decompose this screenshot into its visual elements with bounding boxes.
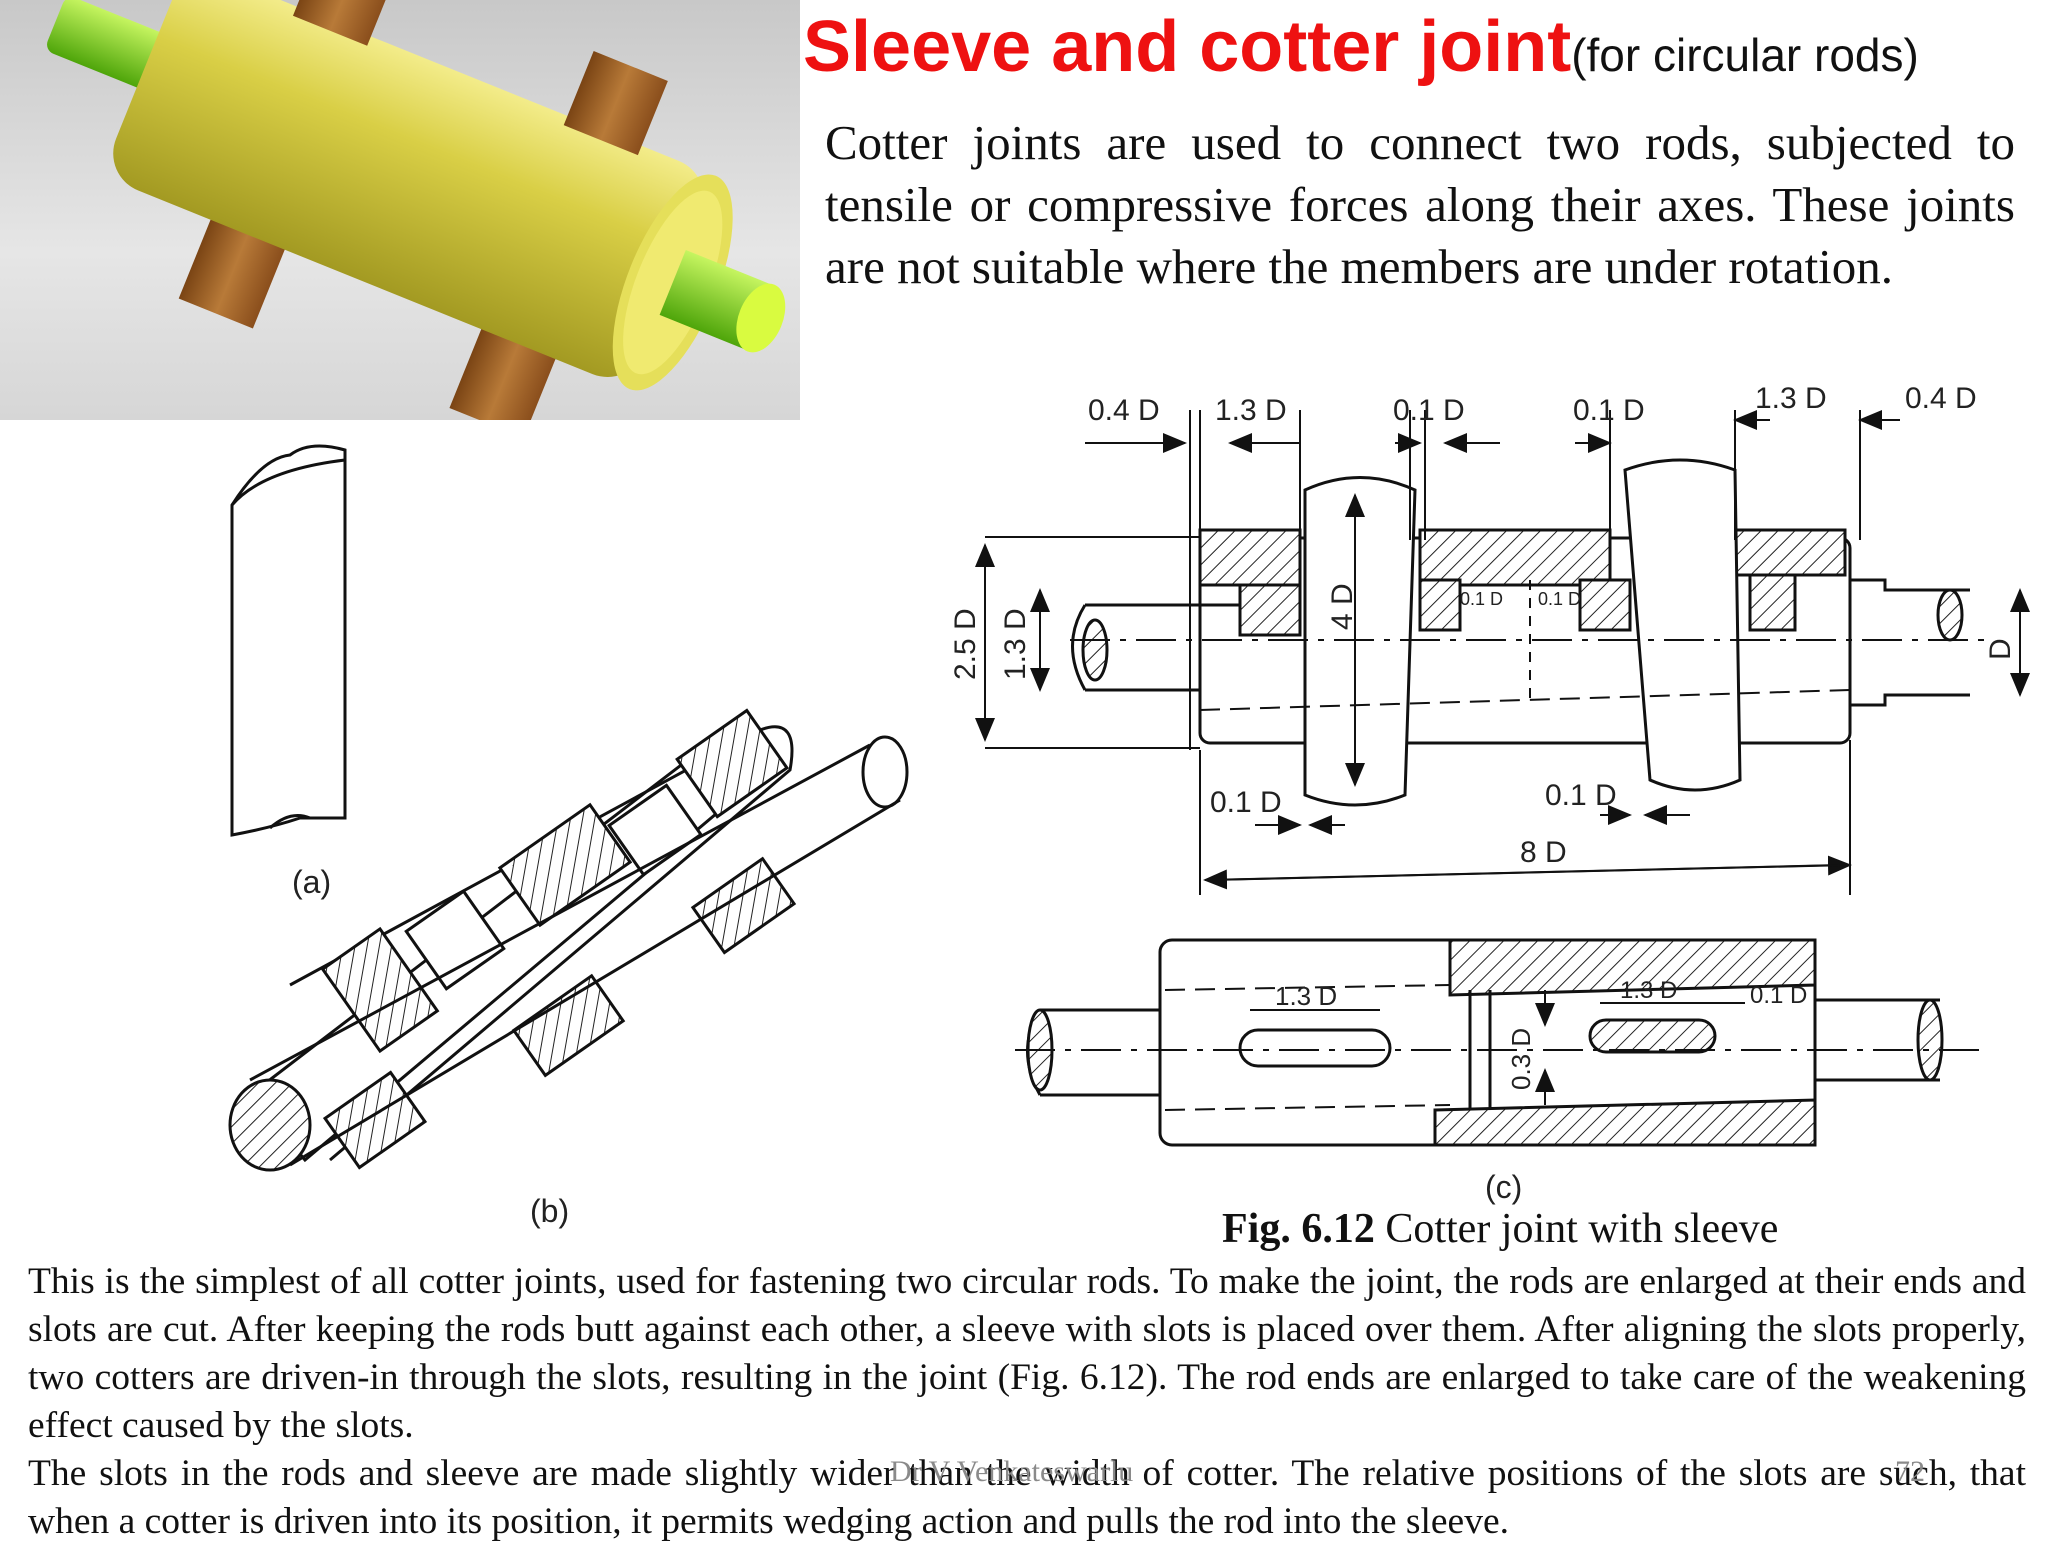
dim-1-3d-top-1: 1.3 D xyxy=(1275,981,1337,1011)
body-paragraph-1: This is the simplest of all cotter joint… xyxy=(28,1261,2026,1446)
label-c: (c) xyxy=(1485,1169,1522,1205)
title-main: Sleeve and cotter joint xyxy=(803,7,1572,87)
dim-1-3d-right: 1.3 D xyxy=(1755,382,1827,415)
caption-text: Cotter joint with sleeve xyxy=(1374,1206,1779,1252)
dim-8d: 8 D xyxy=(1520,836,1567,869)
page-number: 72 xyxy=(1895,1455,1925,1488)
dim-1-3d-vert: 1.3 D xyxy=(999,608,1032,680)
dim-0-1d-6: 0.1 D xyxy=(1538,589,1581,609)
body-paragraph-2: The slots in the rods and sleeve are mad… xyxy=(28,1453,2026,1542)
dim-0-1d-3: 0.1 D xyxy=(1210,786,1282,819)
title-subtitle: (for circular rods) xyxy=(1571,29,1919,81)
label-a: (a) xyxy=(292,864,331,900)
label-b: (b) xyxy=(530,1193,569,1229)
dim-1-3d-left: 1.3 D xyxy=(1215,394,1287,427)
cotter-drawing xyxy=(230,444,347,837)
dim-0-1d-5: 0.1 D xyxy=(1460,589,1503,609)
page-title: Sleeve and cotter joint(for circular rod… xyxy=(803,6,2043,96)
sectional-view xyxy=(1070,458,1990,807)
caption-prefix: Fig. 6.12 xyxy=(1222,1206,1375,1252)
dim-0-1d-top: 0.1 D xyxy=(1750,982,1807,1009)
intro-paragraph: Cotter joints are used to connect two ro… xyxy=(825,115,2015,294)
dim-0-1d-2: 0.1 D xyxy=(1573,394,1645,427)
dim-4d: 4 D xyxy=(1326,583,1359,630)
footer-author: Dr V Venkateswarlu xyxy=(890,1455,1134,1488)
dim-d: D xyxy=(1984,638,2017,660)
body-text: This is the simplest of all cotter joint… xyxy=(28,1258,2026,1546)
top-view xyxy=(1015,938,1980,1147)
isometric-drawing xyxy=(228,708,909,1172)
dim-0-3d: 0.3 D xyxy=(1506,1028,1536,1090)
dim-0-1d-1: 0.1 D xyxy=(1393,394,1465,427)
dim-0-4d-right: 0.4 D xyxy=(1905,382,1977,415)
dim-0-4d-left: 0.4 D xyxy=(1088,394,1160,427)
sleeve-joint-render xyxy=(0,0,800,438)
dim-2-5d: 2.5 D xyxy=(949,608,982,680)
dim-0-1d-4: 0.1 D xyxy=(1545,779,1617,812)
dim-1-3d-top-2: 1.3 D xyxy=(1620,977,1677,1004)
figure-caption: Fig. 6.12 Cotter joint with sleeve xyxy=(1222,1205,1778,1253)
